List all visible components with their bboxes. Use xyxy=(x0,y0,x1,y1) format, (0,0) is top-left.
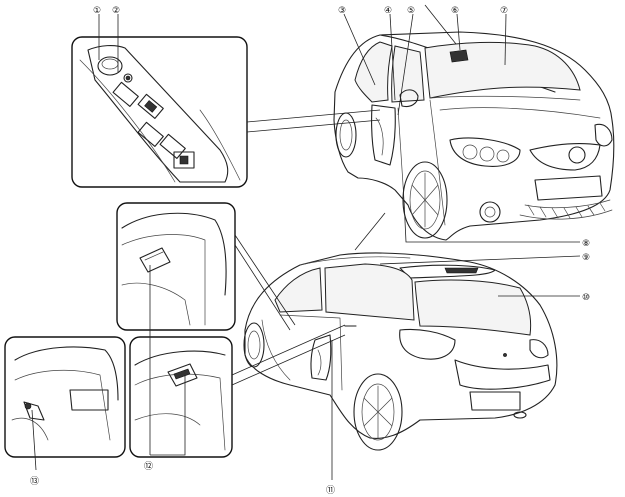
inset-driver-switch-panel xyxy=(71,36,248,188)
callout-2: ② xyxy=(112,6,120,16)
inset-passenger-door-trim xyxy=(116,202,236,331)
callout-8: ⑧ xyxy=(582,239,590,249)
rear-window-switch-icon xyxy=(167,363,198,387)
callout-leaders xyxy=(31,13,581,480)
callout-13: ⑬ xyxy=(30,476,39,487)
callout-3: ③ xyxy=(338,6,346,16)
window-switch-icon xyxy=(139,247,171,273)
inset-frame-driver xyxy=(71,36,248,188)
door-lock-knob-icon xyxy=(23,401,45,421)
callout-9: ⑨ xyxy=(582,253,590,263)
window-lock-button-icon xyxy=(173,151,195,169)
inset-frame-lock-knob xyxy=(4,336,126,458)
rear-car-illustration xyxy=(243,212,558,451)
power-window-switch-group xyxy=(112,81,195,169)
callout-12: ⑫ xyxy=(144,461,153,472)
callout-6: ⑥ xyxy=(451,6,459,16)
inset-rear-window-switch xyxy=(129,336,233,458)
callout-5: ⑤ xyxy=(407,6,415,16)
front-car-illustration xyxy=(333,4,615,241)
mirror-control-knob-icon xyxy=(97,56,123,76)
callout-4: ④ xyxy=(384,6,392,16)
inset-frame-rear-switch xyxy=(129,336,233,458)
inset-door-lock-knob xyxy=(4,336,126,458)
callout-7: ⑦ xyxy=(500,6,508,16)
callout-1: ① xyxy=(93,6,101,16)
callout-10: ⑩ xyxy=(582,293,590,303)
mirror-selector-icon xyxy=(123,73,133,83)
callout-labels: ① ② ③ ④ ⑤ ⑥ ⑦ ⑧ ⑨ ⑩ ⑪ ⑫ ⑬ xyxy=(30,6,590,496)
callout-11: ⑪ xyxy=(326,485,335,496)
inset-frame-passenger-door xyxy=(116,202,236,331)
